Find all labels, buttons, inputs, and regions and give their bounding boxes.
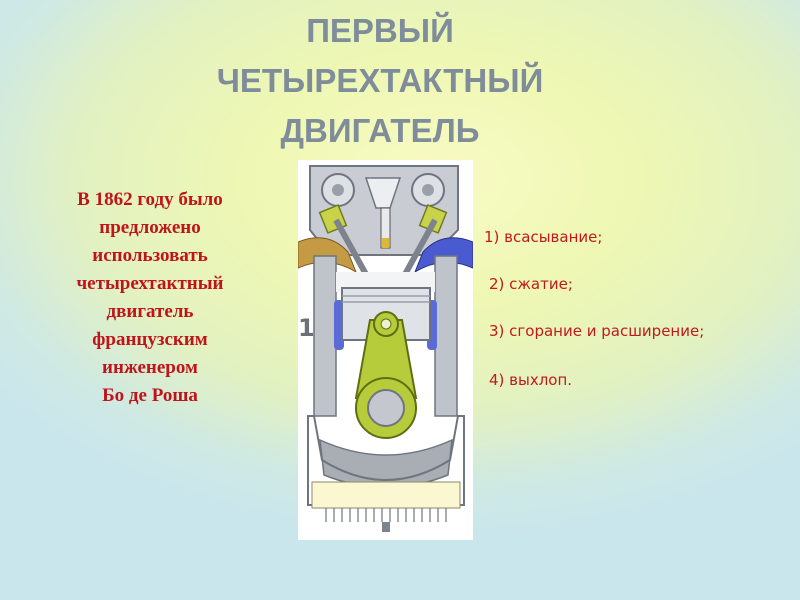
title-line-1: ПЕРВЫЙ: [306, 12, 454, 49]
intro-line: четырехтактный: [76, 273, 224, 294]
intro-line: предложено: [99, 217, 201, 238]
intro-line: французским: [92, 329, 208, 350]
stroke-item-compression: 2) сжатие;: [489, 275, 573, 293]
engine-diagram: 1: [298, 160, 473, 540]
stroke-number-label: 1: [298, 314, 315, 342]
intro-line: двигатель: [106, 301, 194, 322]
stroke-item-intake: 1) всасывание;: [484, 228, 603, 246]
intro-line: Бо де Роша: [102, 385, 198, 406]
title-line-3: ДВИГАТЕЛЬ: [280, 112, 480, 149]
intro-line: В 1862 году было: [77, 189, 223, 210]
title-line-2: ЧЕТЫРЕХТАКТНЫЙ: [216, 62, 544, 99]
slide-title: ПЕРВЫЙ ЧЕТЫРЕХТАКТНЫЙ ДВИГАТЕЛЬ: [140, 6, 620, 156]
intro-line: использовать: [92, 245, 208, 266]
intro-line: инженером: [102, 357, 198, 378]
stroke-item-exhaust: 4) выхлоп.: [489, 371, 573, 389]
intro-paragraph: В 1862 году было предложено использовать…: [20, 186, 280, 410]
engine-cutaway-icon: 1: [298, 160, 473, 540]
stroke-item-power: 3) сгорание и расширение;: [489, 322, 705, 340]
